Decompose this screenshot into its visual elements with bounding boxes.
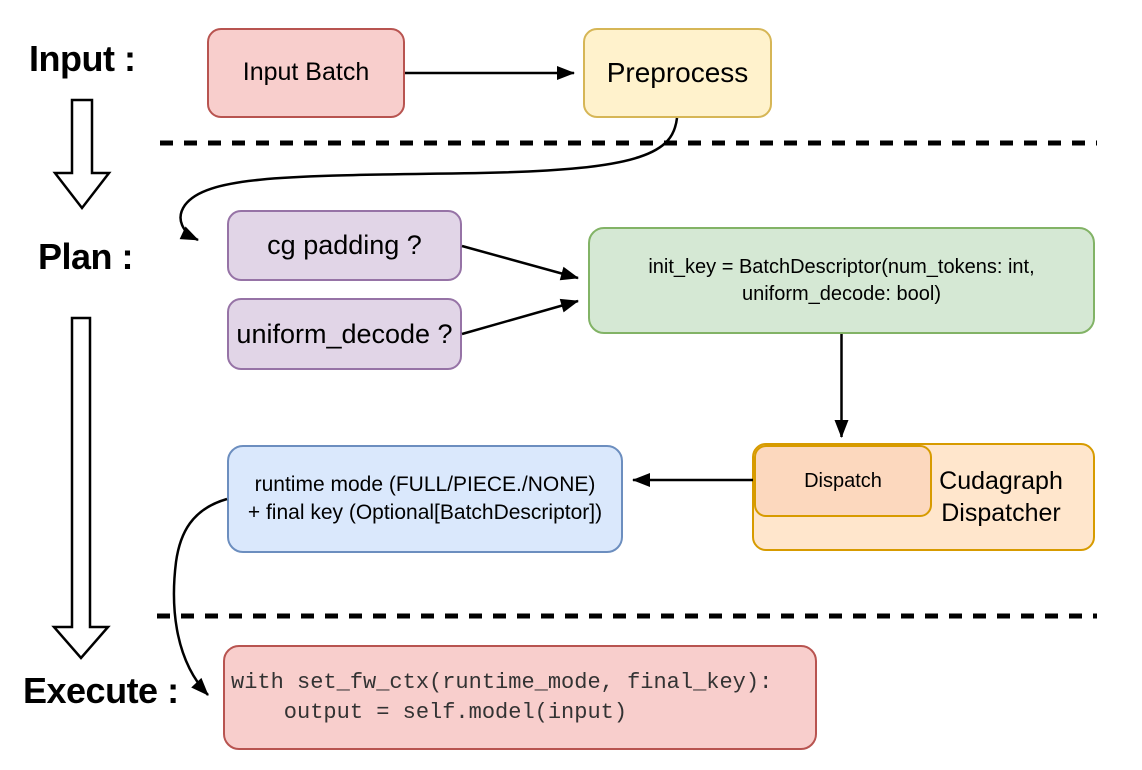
node-init-key: init_key = BatchDescriptor(num_tokens: i… <box>588 227 1095 334</box>
arrow-uniformdecode-to-initkey <box>461 298 579 336</box>
node-runtime-mode: runtime mode (FULL/PIECE./NONE) + final … <box>227 445 623 553</box>
node-dispatch: Dispatch <box>754 445 932 517</box>
node-init-key-line2: uniform_decode: bool) <box>741 282 941 305</box>
node-runtime-mode-line1: runtime mode (FULL/PIECE./NONE) <box>254 472 596 496</box>
node-execute-code-line2: output = self.model(input) <box>231 699 628 725</box>
node-preprocess: Preprocess <box>583 28 772 118</box>
node-dispatch-label: Dispatch <box>804 469 882 492</box>
stage-label-execute: Execute : <box>23 670 179 711</box>
node-uniform-decode: uniform_decode ? <box>227 298 462 370</box>
node-runtime-mode-line2: + final key (Optional[BatchDescriptor]) <box>247 501 603 524</box>
down-arrow-plan-to-execute-icon <box>51 316 111 660</box>
node-uniform-decode-label: uniform_decode ? <box>236 318 453 349</box>
arrow-cgpadding-to-initkey <box>461 244 579 281</box>
node-execute-code: with set_fw_ctx(runtime_mode, final_key)… <box>223 645 817 750</box>
stage-label-plan: Plan : <box>38 236 134 277</box>
node-cudagraph-dispatcher-label: Cudagraph Dispatcher <box>939 466 1063 528</box>
node-input-batch: Input Batch <box>207 28 405 118</box>
down-arrow-input-icon <box>52 98 112 211</box>
node-cg-padding-label: cg padding ? <box>267 230 422 261</box>
node-preprocess-label: Preprocess <box>606 57 749 89</box>
node-execute-code-line1: with set_fw_ctx(runtime_mode, final_key)… <box>231 669 773 695</box>
curve-runtime-to-execute <box>172 497 228 696</box>
node-cg-padding: cg padding ? <box>227 210 462 281</box>
node-input-batch-label: Input Batch <box>242 58 370 87</box>
node-init-key-line1: init_key = BatchDescriptor(num_tokens: i… <box>648 255 1035 278</box>
stage-label-input: Input : <box>29 38 136 79</box>
